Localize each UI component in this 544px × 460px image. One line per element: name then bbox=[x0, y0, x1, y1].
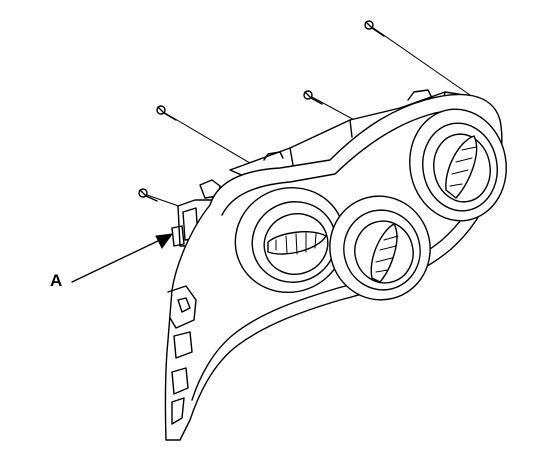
screw-icon bbox=[364, 20, 385, 37]
screw-icon bbox=[156, 105, 177, 121]
knob-right-grip bbox=[445, 135, 478, 199]
knob-left-grip bbox=[267, 231, 327, 255]
screw-icon bbox=[303, 90, 323, 105]
callout-a-arrow bbox=[71, 233, 174, 283]
callout-label-a: A bbox=[50, 271, 63, 290]
leader-line-top-right bbox=[371, 26, 471, 96]
bezel-lower-tab bbox=[167, 285, 197, 425]
knob-icon bbox=[329, 195, 431, 301]
knob-icon bbox=[234, 186, 346, 294]
knob-icon bbox=[409, 108, 507, 222]
screw-icon bbox=[138, 188, 158, 202]
